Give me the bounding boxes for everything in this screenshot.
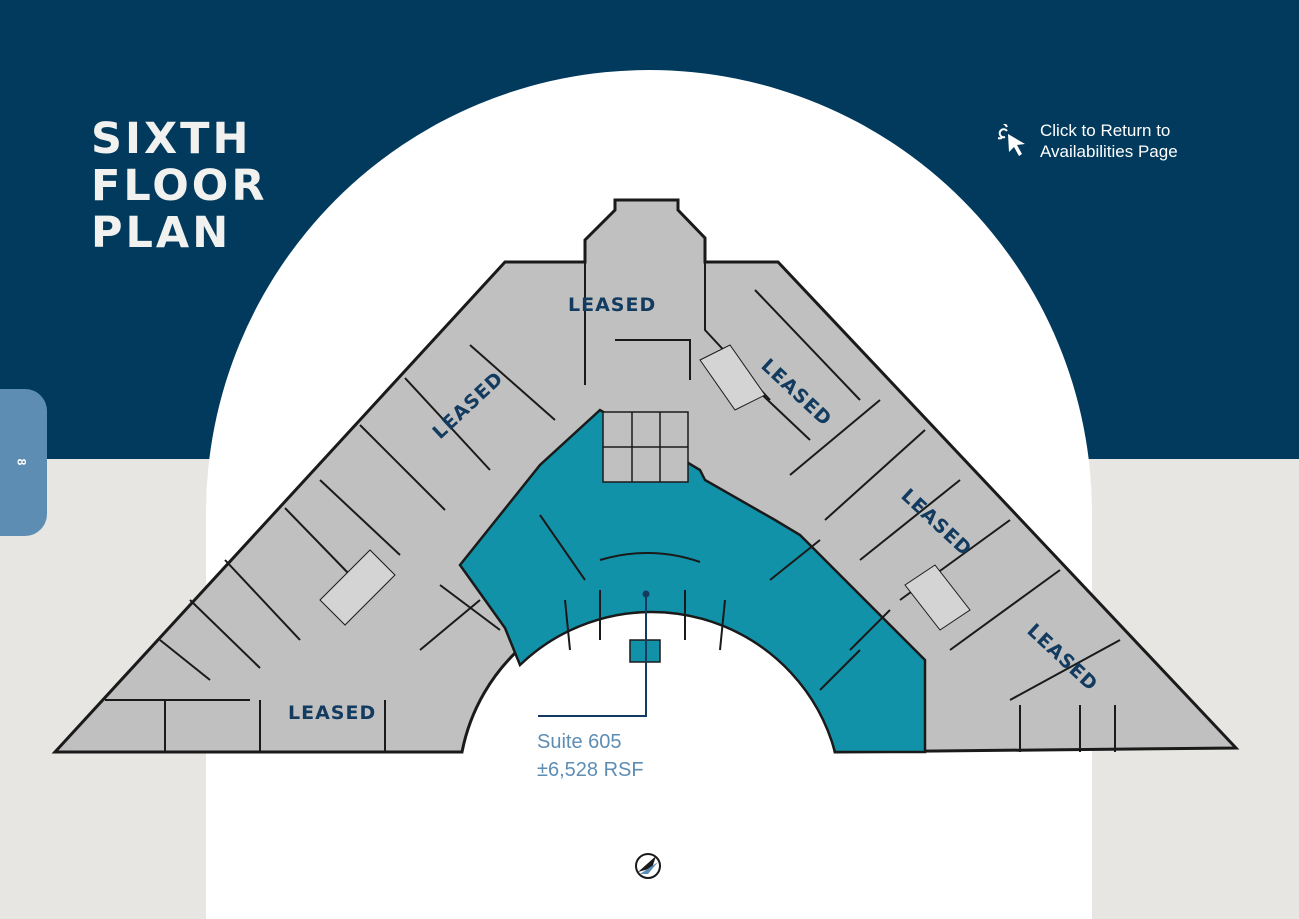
- page-number-tab[interactable]: 8: [0, 389, 47, 536]
- north-arrow-icon: [635, 853, 661, 879]
- stairwells: [319, 344, 971, 631]
- leased-label-bottom-left: LEASED: [288, 702, 376, 724]
- page-title: SIXTH FLOOR PLAN: [91, 116, 267, 257]
- return-to-availabilities-link[interactable]: Click to Return to Availabilities Page: [998, 120, 1178, 162]
- suite-605-label: Suite 605 ±6,528 RSF: [537, 728, 644, 784]
- leased-label-top: LEASED: [568, 294, 656, 316]
- return-link-line-1: Click to Return to: [1040, 121, 1171, 140]
- page-title-line-1: SIXTH: [91, 114, 252, 164]
- suite-name: Suite 605: [537, 731, 622, 753]
- page-title-line-2: FLOOR: [91, 161, 268, 211]
- pointer-click-icon: [998, 124, 1025, 156]
- return-link-line-2: Availabilities Page: [1040, 142, 1178, 161]
- suite-605-area[interactable]: [458, 408, 927, 754]
- building-core: [602, 411, 689, 663]
- suite-pointer: [538, 590, 650, 717]
- return-link-text: Click to Return to Availabilities Page: [1040, 120, 1178, 162]
- suite-area: ±6,528 RSF: [537, 759, 644, 781]
- page-title-line-3: PLAN: [91, 208, 232, 258]
